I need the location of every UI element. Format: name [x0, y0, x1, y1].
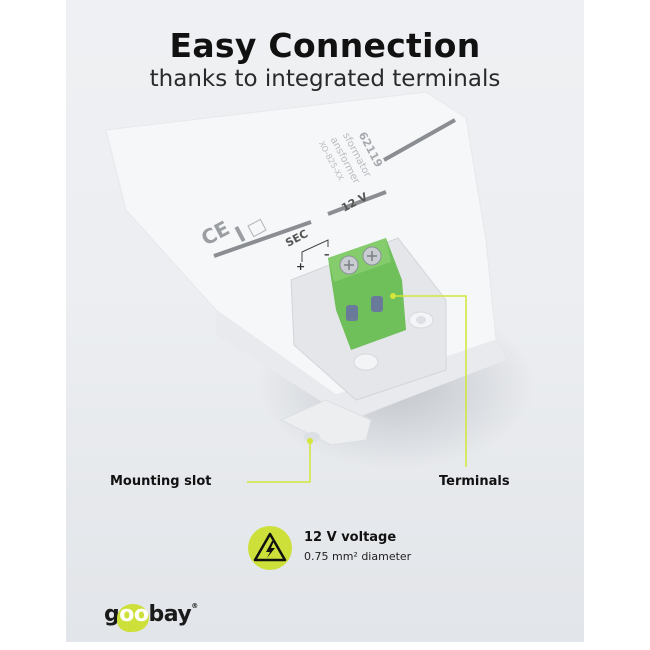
subheadline: thanks to integrated terminals — [149, 66, 501, 92]
high-voltage-warning-icon — [248, 526, 292, 570]
mounting-slot-callout-line — [247, 441, 311, 483]
terminals-callout-line — [393, 295, 467, 467]
headline: Easy Connection — [169, 26, 481, 65]
transformer-device-illustration: CE SEC 12 V + – 62119 sformator ansforme… — [105, 91, 506, 483]
wire-diameter-text: 0.75 mm² diameter — [304, 550, 412, 563]
voltage-title: 12 V voltage — [304, 530, 397, 545]
mounting-foot — [279, 399, 372, 446]
green-terminal-block — [328, 238, 406, 350]
goobay-logo: goobay® — [104, 602, 198, 632]
terminals-label: Terminals — [439, 474, 510, 489]
mounting-slot-label: Mounting slot — [110, 474, 212, 489]
product-image-panel: Easy Connection thanks to integrated ter… — [66, 0, 584, 642]
svg-text:+: + — [296, 260, 305, 273]
weee-bin-icon — [247, 218, 267, 238]
svg-text:–: – — [324, 248, 330, 261]
